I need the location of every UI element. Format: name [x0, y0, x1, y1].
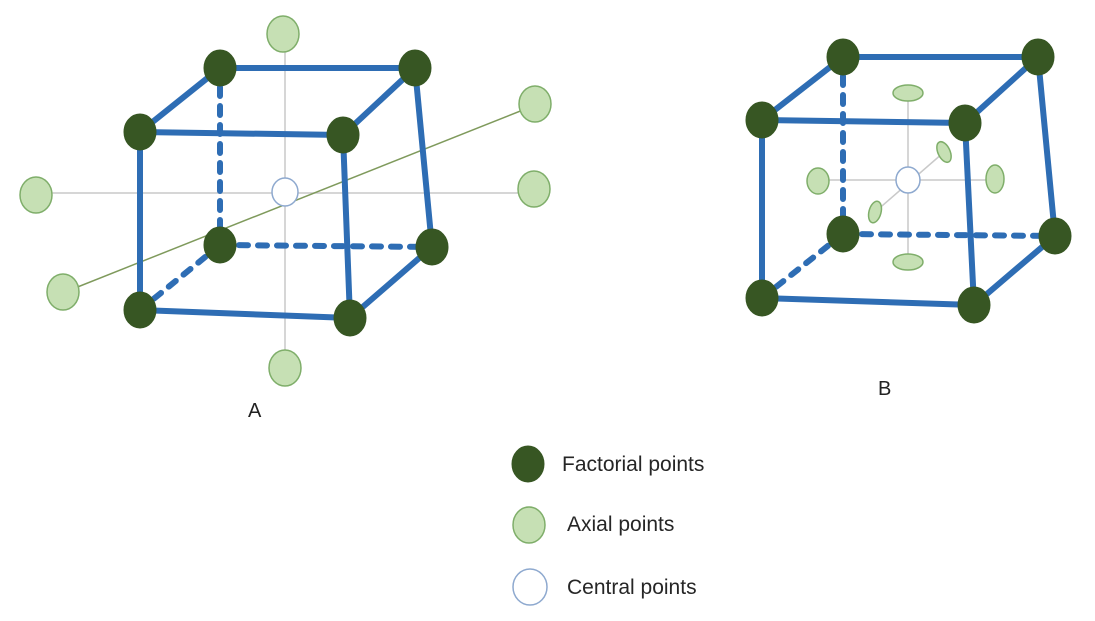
axial-point-a [518, 85, 552, 123]
cube-edge-a [137, 129, 346, 138]
figure-label-a: A [248, 400, 262, 422]
cube-edge-a [340, 132, 353, 321]
cube-a: A [19, 15, 552, 422]
axial-point-b [867, 200, 883, 224]
legend-axial-marker [512, 506, 546, 544]
legend-item-axial: Axial points [512, 506, 674, 544]
axial-point-b [806, 167, 830, 195]
factorial-point-a [123, 291, 157, 329]
factorial-point-b [745, 279, 779, 317]
factorial-point-b [1038, 217, 1072, 255]
axial-point-b [892, 84, 924, 102]
factorial-point-a [326, 116, 360, 154]
hidden-edge-b [840, 231, 1058, 239]
axial-point-a [266, 15, 300, 53]
factorial-point-b [745, 101, 779, 139]
cube-edge-b [759, 295, 977, 308]
legend-central-label: Central points [567, 576, 697, 599]
axial-point-a [517, 170, 551, 208]
cube-b: B [745, 38, 1072, 400]
factorial-point-a [333, 299, 367, 337]
central-point-b [895, 166, 921, 194]
axial-point-b [892, 253, 924, 271]
hidden-edge-a [217, 242, 435, 250]
factorial-point-b [957, 286, 991, 324]
factorial-point-b [826, 38, 860, 76]
legend-central-marker [512, 568, 548, 606]
axial-point-a [19, 176, 53, 214]
factorial-point-b [1021, 38, 1055, 76]
cube-edge-a [347, 244, 435, 321]
cube-edge-a [137, 307, 353, 321]
axial-point-a [46, 273, 80, 311]
axial-point-b [936, 140, 952, 164]
axial-point-a [268, 349, 302, 387]
cube-edge-a [412, 65, 435, 250]
factorial-point-a [203, 49, 237, 87]
legend-factorial-label: Factorial points [562, 453, 704, 476]
factorial-point-b [948, 104, 982, 142]
factorial-point-a [398, 49, 432, 87]
axial-point-b [985, 164, 1005, 194]
factorial-point-b [826, 215, 860, 253]
legend: Factorial points Axial points Central po… [511, 445, 704, 606]
cube-edge-b [971, 233, 1058, 308]
factorial-point-a [123, 113, 157, 151]
central-point-a [271, 177, 299, 207]
factorial-point-a [203, 226, 237, 264]
cube-edge-b [1035, 54, 1058, 239]
cube-edge-b [962, 120, 977, 308]
cube-edge-b [759, 117, 968, 126]
factorial-point-a [415, 228, 449, 266]
legend-item-factorial: Factorial points [511, 445, 704, 483]
legend-item-central: Central points [512, 568, 697, 606]
legend-factorial-marker [511, 445, 545, 483]
figure-label-b: B [878, 378, 891, 400]
legend-axial-label: Axial points [567, 513, 674, 536]
